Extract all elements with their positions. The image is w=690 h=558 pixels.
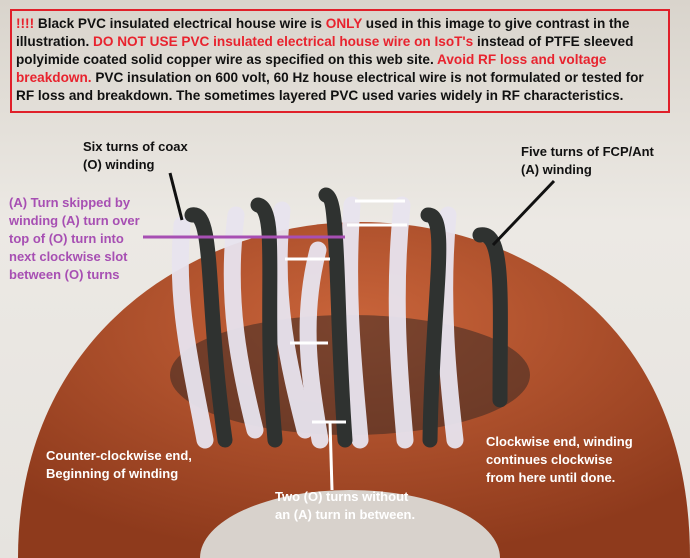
label-coax-winding: Six turns of coax (O) winding: [83, 138, 188, 174]
label-two-o-turns: Two (O) turns without an (A) turn in betw…: [275, 488, 415, 524]
label-line: (A) winding: [521, 162, 592, 177]
label-line: from here until done.: [486, 470, 616, 485]
pvc-warning-box: !!!! Black PVC insulated electrical hous…: [10, 9, 670, 113]
label-cw-end: Clockwise end, winding continues clockwis…: [486, 433, 633, 487]
warning-do-not-use: DO NOT USE PVC insulated electrical hous…: [93, 34, 474, 49]
label-skipped-turn: (A) Turn skipped by winding (A) turn over…: [9, 194, 140, 284]
label-line: continues clockwise: [486, 452, 613, 467]
label-line: Clockwise end, winding: [486, 434, 633, 449]
label-line: (O) winding: [83, 157, 155, 172]
warning-text-4: PVC insulation on 600 volt, 60 Hz house …: [16, 70, 644, 103]
label-line: top of (O) turn into: [9, 231, 124, 246]
annotation-lines: [143, 172, 556, 491]
label-line: Beginning of winding: [46, 466, 179, 481]
warning-text-2: used in this image to give contrast in t…: [16, 16, 630, 49]
toroid-hole: [200, 490, 500, 558]
warning-text-3: instead of PTFE sleeved polyimide coated…: [16, 34, 634, 67]
label-fcp-winding: Five turns of FCP/Ant (A) winding: [521, 143, 654, 179]
label-line: next clockwise slot: [9, 249, 128, 264]
warning-only: ONLY: [325, 16, 363, 31]
label-line: between (O) turns: [9, 267, 120, 282]
label-line: Two (O) turns without: [275, 489, 409, 504]
label-ccw-end: Counter-clockwise end, Beginning of windi…: [46, 447, 192, 483]
label-line: Six turns of coax: [83, 139, 188, 154]
warning-text-1: Black PVC insulated electrical house wir…: [34, 16, 326, 31]
label-line: winding (A) turn over: [9, 213, 140, 228]
warning-prefix: !!!!: [16, 16, 35, 31]
label-line: Counter-clockwise end,: [46, 448, 192, 463]
label-line: Five turns of FCP/Ant: [521, 144, 654, 159]
label-line: (A) Turn skipped by: [9, 195, 131, 210]
windings: [171, 187, 508, 449]
warning-avoid: Avoid RF loss and voltage breakdown.: [16, 52, 607, 85]
label-line: an (A) turn in between.: [275, 507, 416, 522]
